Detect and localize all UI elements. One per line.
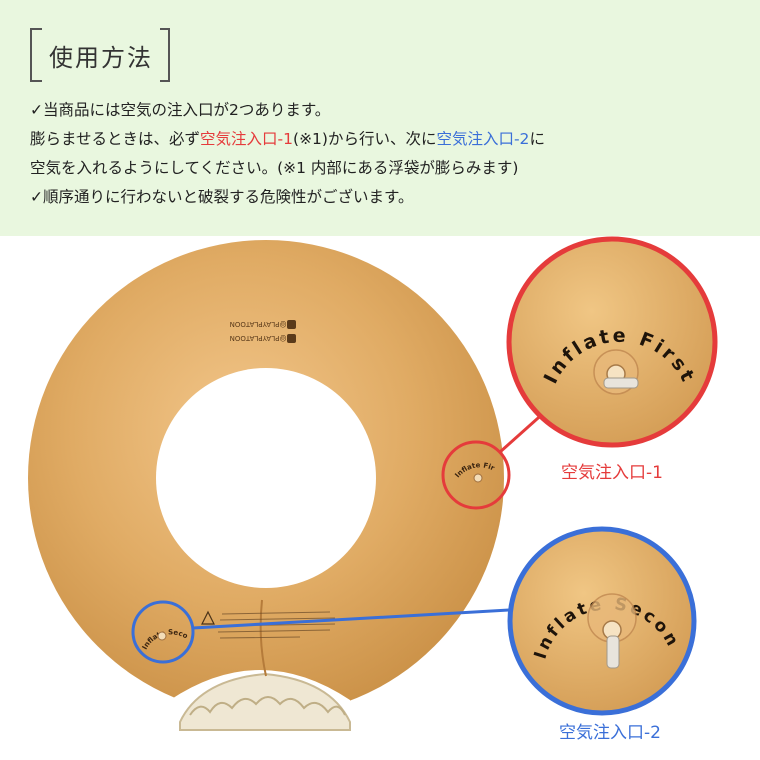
heading-title: 使用方法 (49, 43, 153, 72)
heading-frame: 使用方法 (30, 28, 170, 82)
seam-line (259, 599, 267, 677)
instruction-line-3: 空気を入れるようにしてください。(※1 内部にある浮袋が膨らみます) (30, 159, 519, 177)
instructions-text: ✓当商品には空気の注入口が2つあります。 膨らませるときは、必ず空気注入口-1(… (30, 96, 740, 212)
instruction-line-2: 膨らませるときは、必ず空気注入口-1(※1)から行い、次に空気注入口-2に (30, 130, 545, 148)
valve1-zoom: Inflate First (506, 236, 718, 448)
valve1-small-icon (473, 473, 483, 483)
product-illustration: @PLAYPLATOON @PLAYPLATOON Inflate First … (0, 236, 718, 743)
valve2-caption: 空気注入口-2 (559, 723, 661, 743)
valve2-highlight-circle (131, 600, 195, 664)
valve2-small-icon (157, 631, 167, 641)
instruction-panel: 使用方法 ✓当商品には空気の注入口が2つあります。 膨らませるときは、必ず空気注… (0, 0, 760, 236)
valve1-reference: 空気注入口-1 (200, 130, 294, 148)
valve2-zoom: Inflate Second (507, 526, 697, 716)
brand-logo-icon (287, 334, 296, 343)
instruction-line-4: ✓順序通りに行わないと破裂する危険性がございます。 (30, 188, 414, 206)
valve2-reference: 空気注入口-2 (436, 130, 530, 148)
instruction-line-1: ✓当商品には空気の注入口が2つあります。 (30, 101, 331, 119)
valve1-highlight-circle (441, 440, 511, 510)
valve2-connector (192, 608, 511, 630)
warning-icon (201, 610, 215, 625)
brand-logo-icon (287, 320, 296, 329)
brand-line-2: @PLAYPLATOON (230, 320, 287, 328)
valve1-caption: 空気注入口-1 (561, 463, 663, 483)
brand-line-1: @PLAYPLATOON (230, 334, 287, 342)
swim-ring (28, 240, 504, 716)
brand-print: @PLAYPLATOON @PLAYPLATOON (230, 320, 287, 342)
